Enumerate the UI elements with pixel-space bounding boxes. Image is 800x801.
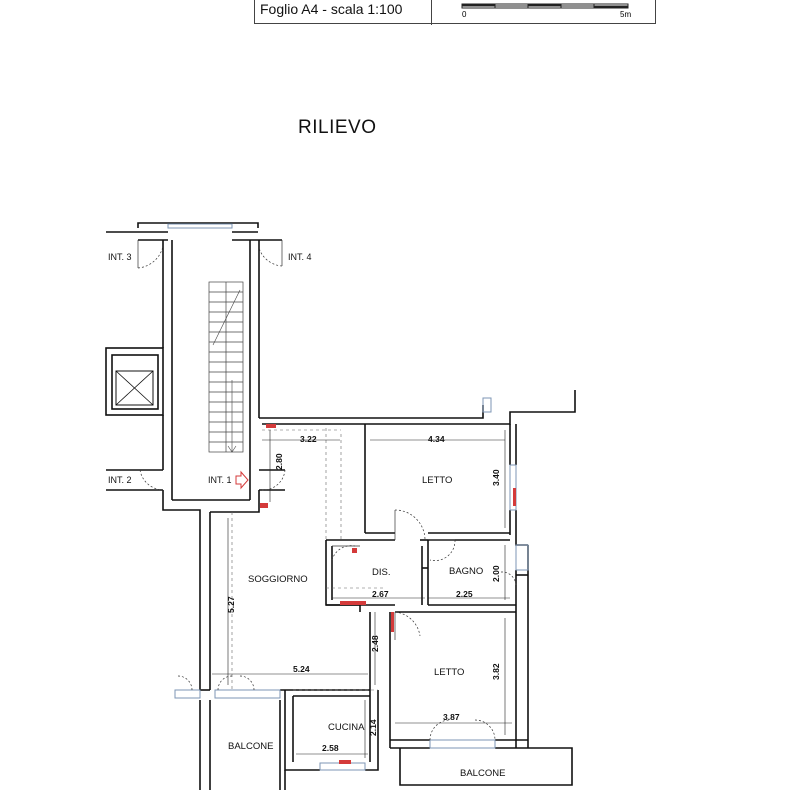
label-int-3: INT. 3 <box>108 252 132 262</box>
label-int-1: INT. 1 <box>208 475 232 485</box>
room-dis: DIS. <box>372 567 390 578</box>
door-swings <box>137 240 517 741</box>
dim-3-82: 3.82 <box>491 663 501 680</box>
label-int-2: INT. 2 <box>108 475 132 485</box>
dim-2-48: 2.48 <box>370 635 380 652</box>
dim-5-27: 5.27 <box>226 596 236 613</box>
room-soggiorno: SOGGIORNO <box>248 574 308 585</box>
dimension-lines <box>212 430 512 758</box>
dim-2-80: 2.80 <box>274 453 284 470</box>
dim-4-34: 4.34 <box>428 434 445 444</box>
room-letto-1: LETTO <box>422 475 452 486</box>
dim-2-14: 2.14 <box>368 719 378 736</box>
room-cucina: CUCINA <box>328 722 365 733</box>
dim-3-40: 3.40 <box>491 469 501 486</box>
scale-end: 5m <box>620 10 631 19</box>
dim-2-00: 2.00 <box>491 565 501 582</box>
entry-arrow-icon <box>235 470 249 490</box>
scale-bar: 0 5m <box>461 3 631 19</box>
room-balcone-2: BALCONE <box>460 768 505 779</box>
drawing-title: RILIEVO <box>298 117 377 138</box>
dashed-lines <box>231 428 385 691</box>
dim-5-24: 5.24 <box>293 664 310 674</box>
walls <box>105 222 576 790</box>
dim-2-67: 2.67 <box>372 589 389 599</box>
staircase <box>208 281 244 453</box>
title-block-divider <box>431 0 432 25</box>
windows <box>167 223 529 771</box>
title-block: Foglio A4 - scala 1:100 <box>254 0 656 25</box>
room-letto-2: LETTO <box>434 667 464 678</box>
room-bagno: BAGNO <box>449 566 483 577</box>
dim-3-22: 3.22 <box>300 434 317 444</box>
radiators <box>260 424 516 764</box>
label-int-4: INT. 4 <box>288 252 312 262</box>
dim-2-25: 2.25 <box>456 589 473 599</box>
room-balcone-1: BALCONE <box>228 741 273 752</box>
dim-2-58: 2.58 <box>322 743 339 753</box>
sheet-label: Foglio A4 - scala 1:100 <box>260 1 403 17</box>
dim-3-87: 3.87 <box>443 712 460 722</box>
scale-start: 0 <box>462 10 467 19</box>
